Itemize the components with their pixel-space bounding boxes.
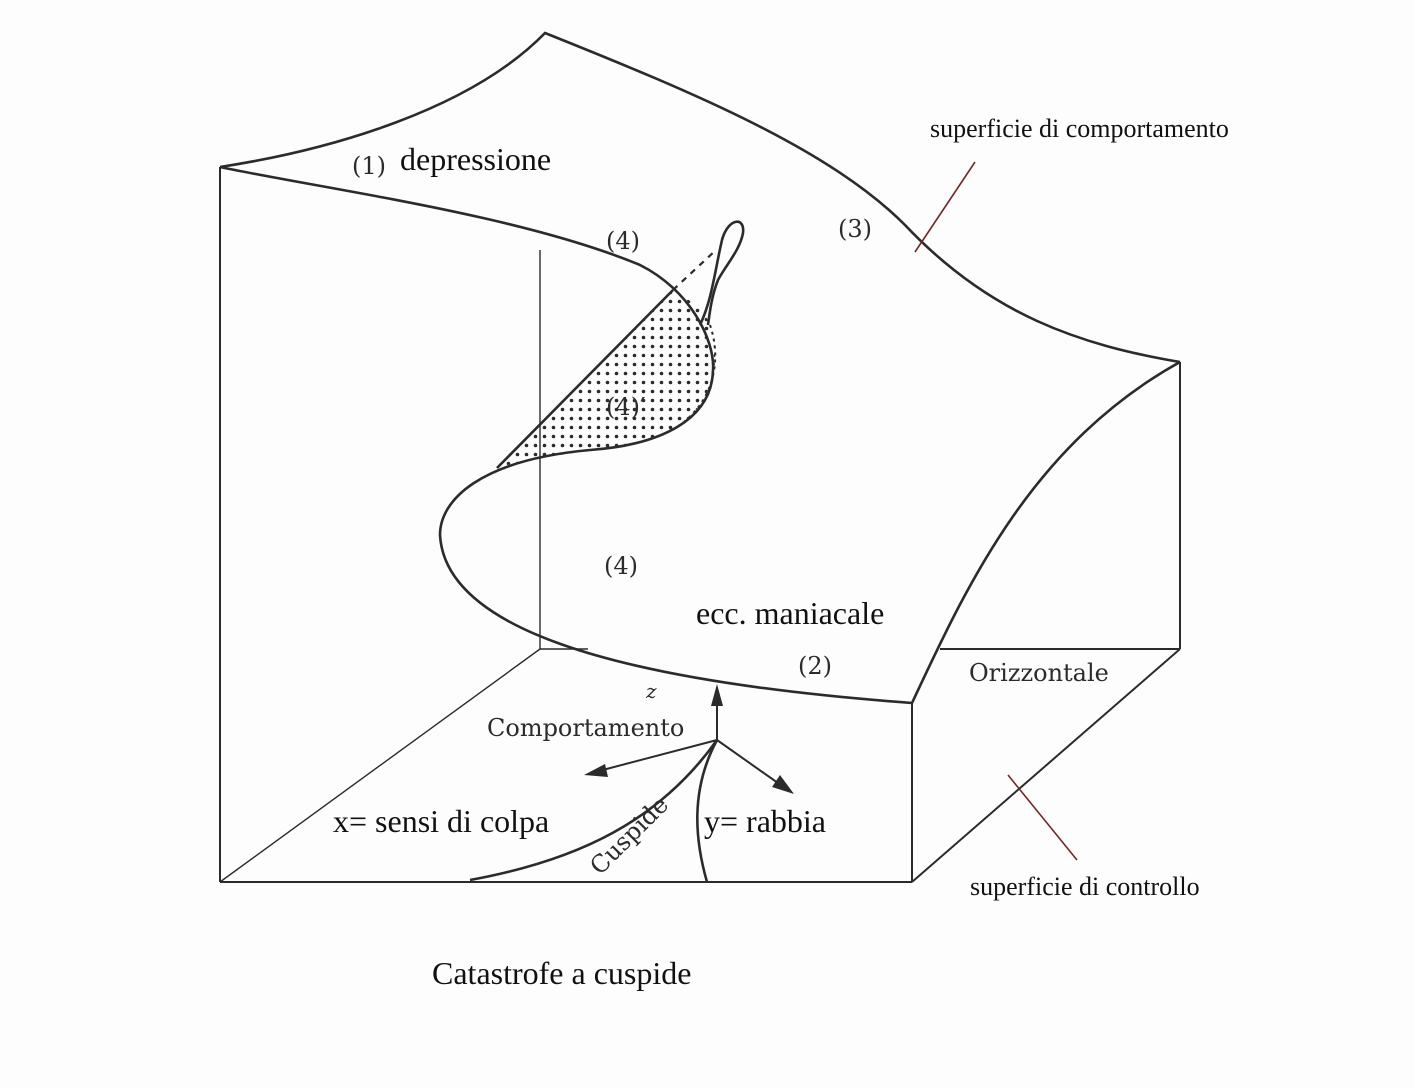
cusp-right-branch [696,739,719,883]
back-edges [219,250,588,883]
label-x-axis: x= sensi di colpa [333,803,549,839]
axes [584,684,794,794]
fold-loop [698,220,745,326]
label-behavior-surface: superficie di comportamento [930,114,1229,143]
x-axis-line [594,739,718,773]
figure-caption: Catastrofe a cuspide [432,955,691,991]
leader-lines [914,161,1078,861]
box-frame [219,167,1181,883]
cusp-curves [469,739,719,883]
y-axis-arrowhead [772,775,794,794]
label-depressione: depressione [400,141,551,177]
label-behavior-axis: Comportamento [487,714,684,742]
label-depressione-num: (1) [352,152,386,180]
floor-diagonal-left [219,648,541,883]
surface-right-edge [910,360,1181,704]
label-y-axis: y= rabbia [704,803,826,839]
fold-shaded-region [497,290,716,468]
label-z-axis: z [645,679,657,703]
control-surface-leader [1007,774,1078,861]
label-region-2: (2) [798,652,832,680]
cusp-left-branch [469,739,719,882]
fold-hidden-dashed [672,249,717,291]
fold-shaded-edge [679,324,717,426]
label-horizontal: Orizzontale [969,659,1109,687]
x-axis-arrowhead [584,764,608,777]
behavior-surface-leader [914,161,976,253]
label-maniacale: ecc. maniacale [696,595,884,631]
label-region-4-prime: (4)′ [606,393,645,421]
surface-top-back-edge [219,31,1181,364]
box-right-floor-edge [911,648,1181,883]
z-axis-arrowhead [711,684,723,706]
label-control-surface: superficie di controllo [970,872,1200,901]
y-axis-line [716,739,786,789]
label-region-3: (3) [838,215,872,243]
label-region-4-top: (4) [606,227,640,255]
label-cusp: Cuspide [584,791,674,881]
label-region-4-bottom: (4) [604,552,638,580]
